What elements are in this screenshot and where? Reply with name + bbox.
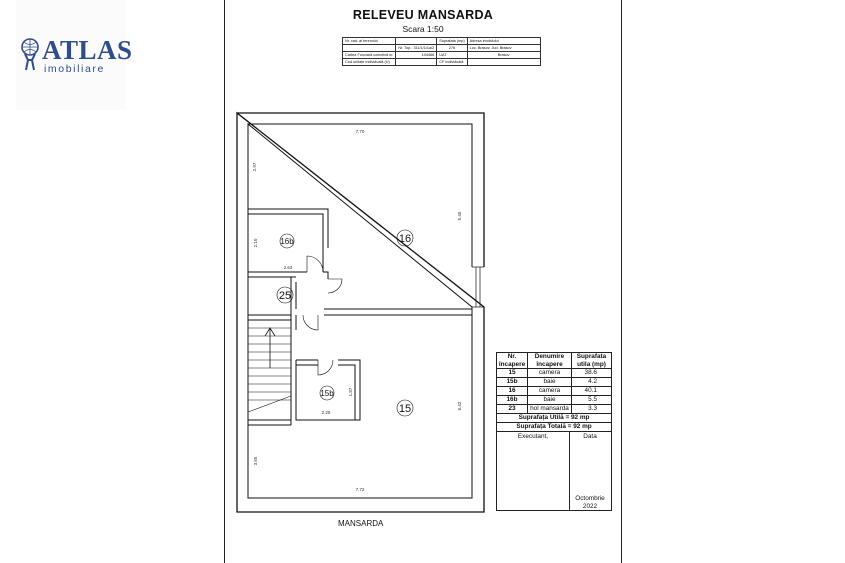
room-name: hol mansarda: [527, 404, 572, 414]
table-row: 15b baie 4.2: [496, 377, 612, 387]
room-name: camera: [527, 386, 572, 396]
exterior-walls: [236, 111, 485, 513]
info-cell: CF individuală: [436, 58, 468, 66]
table-row: 16 camera 40.1: [496, 386, 612, 396]
cadastral-info-table: Nr. cad. al terenului Suprafata (mp) Adr…: [341, 37, 541, 66]
room-number: 15b: [496, 377, 528, 387]
room-16b-label: 16b: [280, 237, 294, 246]
room-name: baie: [527, 377, 572, 387]
drawing-sheet: [224, 0, 622, 563]
dimension-label: 5.45: [457, 211, 462, 220]
table-row: 23 hol mansarda 3.3: [496, 404, 612, 414]
atlas-figure-icon: [21, 38, 39, 71]
room-area: 4.2: [571, 377, 612, 387]
table-row: 15 camera 38.6: [496, 368, 612, 378]
signature-divider: [569, 432, 570, 510]
staircase: [247, 327, 292, 413]
dimension-label: 2.63: [284, 265, 293, 270]
logo-name: ATLAS: [42, 35, 133, 65]
room-area: 5.5: [571, 395, 612, 405]
room-labels: 16 16b 25 15 15b: [276, 229, 414, 417]
column-header: Denumire încapere: [527, 352, 572, 369]
useful-area-total: Suprafața Utilă = 92 mp: [496, 413, 612, 423]
door: [302, 255, 343, 376]
room-number: 16b: [496, 395, 528, 405]
room-25-label: 25: [279, 290, 291, 302]
room-area: 3.3: [571, 404, 612, 414]
date-label: Data: [583, 433, 597, 440]
room-number: 15: [496, 368, 528, 378]
info-cell: [466, 58, 541, 66]
plan-caption: MANSARDA: [338, 519, 384, 528]
executant-label: Executant,: [517, 433, 549, 440]
room-15-label: 15: [399, 403, 411, 415]
room-area: 38.6: [571, 368, 612, 378]
stair-direction-arrow-icon: [264, 327, 276, 368]
room-area: 40.1: [571, 386, 612, 396]
drawing-scale: Scara 1:50: [402, 24, 444, 34]
dimension-label: 6.42: [457, 401, 462, 410]
page-title: RELEVEU MANSARDA: [352, 8, 494, 22]
room-name: camera: [527, 368, 572, 378]
room-number: 16: [496, 386, 528, 396]
dimension-label: 1.87: [348, 387, 353, 396]
table-row: 16b baie 5.5: [496, 395, 612, 405]
date-value: Octombrie 2022: [575, 495, 605, 510]
column-header: Nr. încapere: [496, 352, 528, 369]
room-name: baie: [527, 395, 572, 405]
room-number: 23: [496, 404, 528, 414]
dimension-label: 2.25: [322, 410, 331, 415]
dimensions: 7.70 2.97 5.45 2.10 2.63 1.87 2.25 6.42 …: [252, 129, 462, 492]
interior-walls: [248, 208, 472, 426]
room-area-table: Nr. încapere Denumire încapere Suprafata…: [496, 352, 612, 432]
dimension-label: 2.97: [252, 162, 257, 171]
dimension-label: 3.65: [253, 456, 258, 465]
signature-block: Executant, Data Octombrie 2022: [496, 431, 612, 511]
room-16-label: 16: [399, 233, 411, 245]
window: [472, 266, 484, 308]
column-header: Suprafata utila (mp): [571, 352, 612, 369]
dimension-label: 2.10: [253, 238, 258, 247]
company-logo: ATLAS imobiliare: [16, 0, 132, 110]
info-cell: Cod unitate individuală (U): [341, 58, 397, 66]
dimension-label: 7.72: [356, 487, 365, 492]
logo-subtitle: imobiliare: [44, 63, 105, 75]
room-15b-label: 15b: [320, 389, 334, 398]
dimension-label: 7.70: [356, 129, 365, 134]
